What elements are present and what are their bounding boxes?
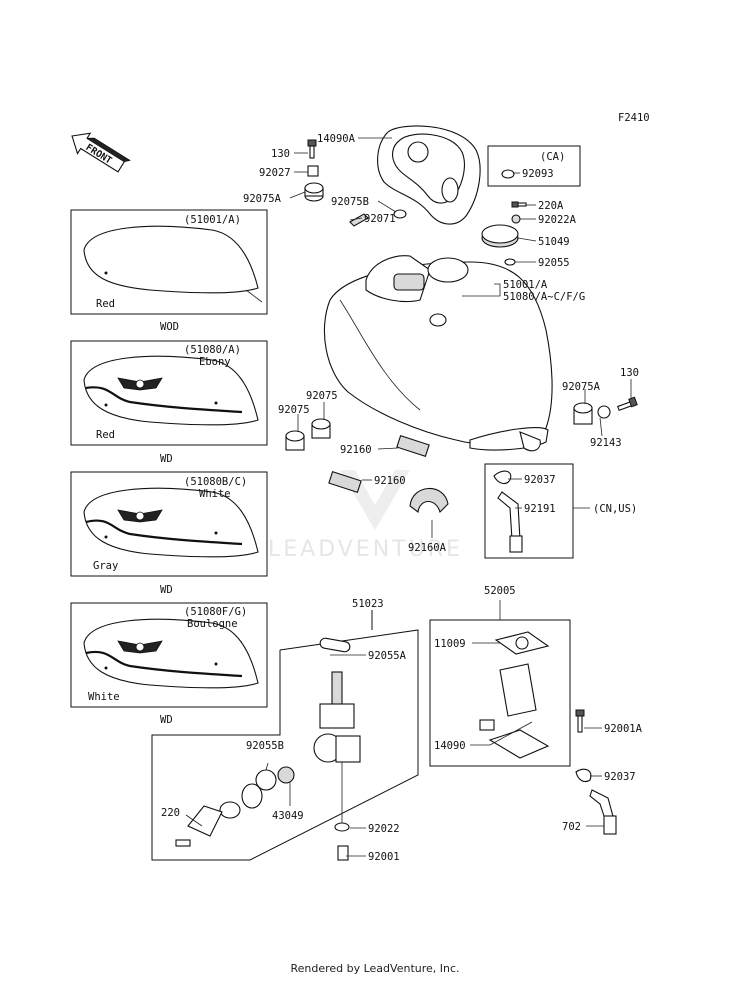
ca-box: (CA) <box>487 145 581 187</box>
label-92037-bot: 92037 <box>604 771 636 783</box>
label-92055A: 92055A <box>368 650 407 662</box>
fuel-tank-main <box>323 255 553 452</box>
label-92022: 92022 <box>368 823 400 835</box>
tank-variant-2: (51080/A) Ebony Red <box>70 340 268 446</box>
label-92001A: 92001A <box>604 723 643 735</box>
gasket-92055 <box>504 258 516 266</box>
label-220A: 220A <box>538 200 564 212</box>
label-92071: 92071 <box>364 213 396 225</box>
label-51023: 51023 <box>352 598 384 610</box>
label-130-right: 130 <box>620 367 639 379</box>
variant-2-part: (51080/A) <box>184 344 241 356</box>
variant-3-stripe: Gray <box>93 560 118 572</box>
label-92037-top: 92037 <box>524 474 556 486</box>
footer-credit: Rendered by LeadVenture, Inc. <box>290 962 460 975</box>
tank-variant-4: (51080F/G) Boulogne White <box>70 602 268 708</box>
damper-92075A-right <box>573 402 593 425</box>
variant-1-code: WOD <box>160 321 179 333</box>
variant-3-color: White <box>199 488 231 500</box>
label-220: 220 <box>161 807 180 819</box>
label-92075-a: 92075 <box>278 404 310 416</box>
figure-code: F2410 <box>618 112 650 124</box>
collar-92143 <box>597 405 611 419</box>
damper-92075-b <box>311 418 331 439</box>
label-52005: 52005 <box>484 585 516 597</box>
label-14090: 14090 <box>434 740 466 752</box>
label-92075B: 92075B <box>331 196 369 208</box>
ca-region-label: (CA) <box>540 151 565 163</box>
label-14090A: 14090A <box>317 133 356 145</box>
bolt-92001A <box>575 709 585 733</box>
variant-2-color: Ebony <box>199 356 231 368</box>
label-51001A: 51001/A <box>503 279 548 291</box>
bolt-130-top <box>307 139 317 159</box>
label-51049: 51049 <box>538 236 570 248</box>
front-arrow-icon: FRONT <box>71 132 131 173</box>
label-92160-a: 92160 <box>340 444 372 456</box>
variant-4-stripe: White <box>88 691 120 703</box>
tank-variant-1: (51001/A) Red <box>70 209 268 315</box>
label-43049: 43049 <box>272 810 304 822</box>
console-cover-part <box>377 125 481 225</box>
variant-1-part: (51001/A) <box>184 214 241 226</box>
bolt-130-right <box>617 396 638 411</box>
label-92001: 92001 <box>368 851 400 863</box>
label-92055B: 92055B <box>246 740 284 752</box>
leader-lines <box>185 137 632 857</box>
label-92160A: 92160A <box>408 542 447 554</box>
cn-us-box <box>484 463 574 559</box>
cap-51049 <box>481 224 519 248</box>
clip-92071 <box>349 213 369 227</box>
pad-92160-b <box>328 470 362 494</box>
label-92055: 92055 <box>538 257 570 269</box>
damper-92075A-top <box>304 182 324 202</box>
petcock-group-51023 <box>151 610 419 861</box>
label-92075A-right: 92075A <box>562 381 601 393</box>
label-92143: 92143 <box>590 437 622 449</box>
watermark-text: LEADVENTURE <box>268 537 463 562</box>
variant-2-code: WD <box>160 453 173 465</box>
variant-3-code: WD <box>160 584 173 596</box>
pad-92160-a <box>396 434 430 458</box>
tank-variant-3: (51080B/C) White Gray <box>70 471 268 577</box>
label-92075A-top: 92075A <box>243 193 282 205</box>
label-702: 702 <box>562 821 581 833</box>
variant-2-stripe: Red <box>96 429 115 441</box>
variant-1-stripe: Red <box>96 298 115 310</box>
label-92093: 92093 <box>522 168 554 180</box>
label-92075-b: 92075 <box>306 390 338 402</box>
label-51080: 51080/A~C/F/G <box>503 291 585 303</box>
pump-group-52005 <box>429 619 571 767</box>
label-cn-us: (CN,US) <box>593 503 637 515</box>
screw-220A <box>511 201 527 208</box>
label-11009: 11009 <box>434 638 466 650</box>
damper-92075-a <box>285 430 305 451</box>
clamp-92037-bot <box>575 768 592 783</box>
label-92160-b: 92160 <box>374 475 406 487</box>
label-92191: 92191 <box>524 503 556 515</box>
nut-92022A <box>511 214 521 224</box>
hose-702 <box>589 789 617 835</box>
variant-4-part: (51080F/G) <box>184 606 247 618</box>
variant-3-part: (51080B/C) <box>184 476 247 488</box>
collar-92027 <box>307 165 319 177</box>
variant-4-color: Boulogne <box>187 618 238 630</box>
grommet-92075B <box>393 209 407 219</box>
pad-92160A <box>409 487 449 514</box>
label-92022A: 92022A <box>538 214 577 226</box>
label-130-top: 130 <box>271 148 290 160</box>
label-92027: 92027 <box>259 167 291 179</box>
variant-4-code: WD <box>160 714 173 726</box>
